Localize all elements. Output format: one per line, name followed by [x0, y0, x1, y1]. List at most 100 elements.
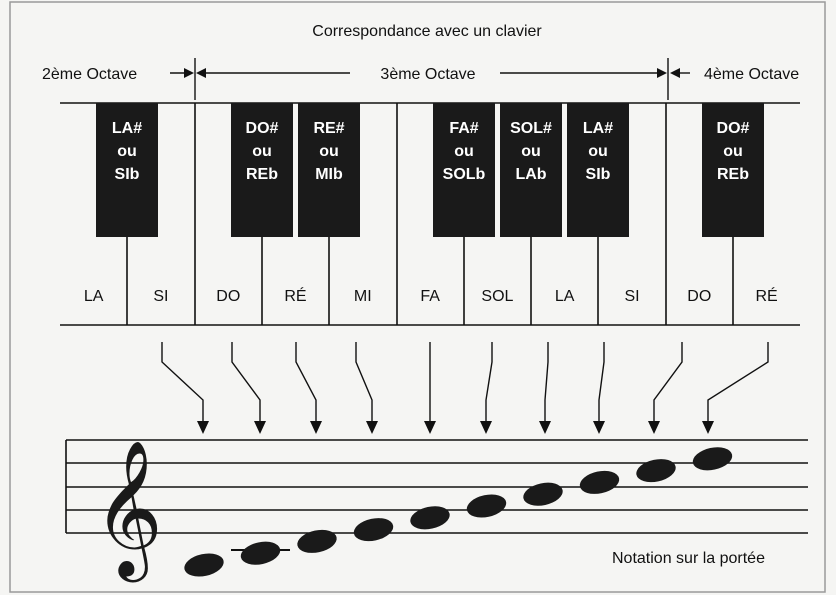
black-key-body	[500, 103, 562, 237]
arrow-shaft	[485, 342, 493, 424]
white-key-label: SI	[624, 288, 639, 305]
arrow-down-icon	[295, 342, 322, 434]
note-head	[692, 447, 733, 471]
arrow-head	[648, 421, 660, 434]
note-head	[410, 506, 450, 530]
black-key-label: MIb	[315, 166, 343, 183]
white-key-label: LA	[84, 288, 104, 305]
black-key-label: LAb	[515, 166, 546, 183]
white-key-label: RÉ	[755, 286, 777, 305]
note-head	[466, 494, 507, 518]
white-key-label: DO	[216, 288, 240, 305]
black-key-label: ou	[319, 143, 339, 160]
black-key-label: DO#	[246, 120, 279, 137]
white-key-dividers	[126, 103, 734, 325]
black-key-label: SIb	[586, 166, 611, 183]
black-key-body	[702, 103, 764, 237]
arrow-head	[366, 421, 378, 434]
black-key-label: SOLb	[443, 166, 486, 183]
staff-caption: Notation sur la portée	[612, 550, 765, 567]
diagram-title: Correspondance avec un clavier	[312, 23, 542, 40]
arrow-head-icon	[670, 68, 680, 78]
black-key-label: DO#	[717, 120, 750, 137]
note-head	[184, 553, 224, 577]
white-key-label: MI	[354, 288, 372, 305]
white-key-label: RÉ	[284, 286, 306, 305]
mapping-arrows	[161, 342, 769, 434]
note-head	[240, 541, 281, 565]
arrow-down-icon	[702, 342, 769, 434]
black-key-label: ou	[588, 143, 608, 160]
arrow-down-icon	[648, 342, 683, 434]
arrow-head	[480, 421, 492, 434]
octave-markers: 2ème Octave 3ème Octave 4ème Octave	[42, 58, 799, 100]
arrow-shaft	[355, 342, 373, 424]
octave-label-3: 3ème Octave	[380, 66, 475, 83]
black-key-label: ou	[454, 143, 474, 160]
arrow-down-icon	[539, 342, 551, 434]
arrow-shaft	[544, 342, 549, 424]
note-head	[297, 529, 337, 553]
notes	[184, 447, 733, 577]
black-key-label: LA#	[583, 120, 613, 137]
arrow-head	[310, 421, 322, 434]
black-key-label: ou	[252, 143, 272, 160]
black-key-label: RE#	[313, 120, 344, 137]
black-key-body	[231, 103, 293, 237]
black-key-label: REb	[246, 166, 278, 183]
treble-clef-icon: 𝄞	[93, 441, 163, 582]
arrow-down-icon	[480, 342, 493, 434]
white-key-label: LA	[555, 288, 575, 305]
arrow-down-icon	[161, 342, 209, 434]
keyboard: LA#ouSIbDO#ouREbRE#ouMIbFA#ouSOLbSOL#ouL…	[60, 102, 800, 326]
black-key-label: ou	[117, 143, 137, 160]
black-key-body	[96, 103, 158, 237]
black-key-label: ou	[521, 143, 541, 160]
arrow-head-icon	[657, 68, 667, 78]
white-key-labels: LA SI DO RÉ MI FA SOL LA SI DO RÉ	[84, 286, 778, 305]
white-key-label: SOL	[481, 288, 513, 305]
arrow-shaft	[707, 342, 769, 424]
arrow-down-icon	[593, 342, 605, 434]
arrow-down-icon	[424, 342, 436, 434]
black-key-label: REb	[717, 166, 749, 183]
arrow-down-icon	[231, 342, 266, 434]
black-key-label: SIb	[115, 166, 140, 183]
arrow-head	[254, 421, 266, 434]
black-key-label: FA#	[449, 120, 478, 137]
black-key-label: LA#	[112, 120, 142, 137]
note-head	[579, 470, 620, 494]
arrow-shaft	[653, 342, 683, 424]
arrow-head-icon	[184, 68, 194, 78]
arrow-shaft	[161, 342, 204, 424]
note-head	[353, 518, 394, 542]
arrow-down-icon	[355, 342, 378, 434]
black-key-body	[298, 103, 360, 237]
white-key-label: FA	[420, 288, 440, 305]
black-key-body	[433, 103, 495, 237]
arrow-shaft	[231, 342, 261, 424]
arrow-head	[593, 421, 605, 434]
arrow-head-icon	[196, 68, 206, 78]
note-head	[636, 459, 676, 483]
arrow-head	[702, 421, 714, 434]
octave-label-2: 2ème Octave	[42, 66, 137, 83]
arrow-head	[424, 421, 436, 434]
white-key-label: SI	[153, 288, 168, 305]
arrow-shaft	[295, 342, 317, 424]
white-key-label: DO	[687, 288, 711, 305]
black-key-body	[567, 103, 629, 237]
arrow-head	[539, 421, 551, 434]
black-key-label: SOL#	[510, 120, 552, 137]
black-key-label: ou	[723, 143, 743, 160]
note-head	[523, 482, 563, 506]
